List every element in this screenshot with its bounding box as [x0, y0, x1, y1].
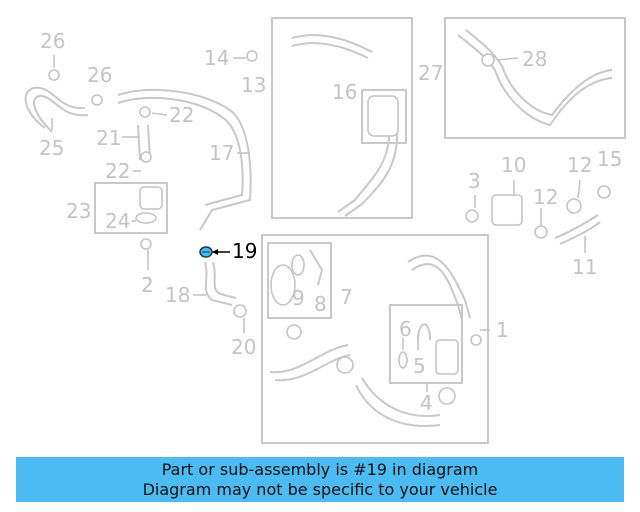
parts	[48, 50, 611, 405]
group-box-16	[361, 89, 407, 144]
group-box-1	[261, 234, 489, 444]
group-box-7	[267, 242, 332, 319]
callout-23[interactable]: 23	[66, 199, 91, 223]
callout-26[interactable]: 26	[40, 29, 65, 53]
callout-14[interactable]: 14	[204, 46, 229, 70]
callout-21[interactable]: 21	[96, 126, 121, 150]
callout-10[interactable]: 10	[501, 153, 526, 177]
group-box-23	[94, 182, 168, 234]
group-box-4	[389, 304, 463, 384]
callout-26[interactable]: 26	[87, 63, 112, 87]
callout-labels: 26 26 25 14 13 22 21 17 22 23 24 2 18 19…	[39, 29, 622, 415]
callout-18[interactable]: 18	[165, 283, 190, 307]
callout-25[interactable]: 25	[39, 136, 64, 160]
hoses	[24, 29, 613, 427]
callout-20[interactable]: 20	[231, 335, 256, 359]
callout-8[interactable]: 8	[314, 292, 327, 316]
callout-1[interactable]: 1	[496, 318, 509, 342]
diagram-notice-banner: Part or sub-assembly is #19 in diagram D…	[16, 457, 624, 502]
callout-11[interactable]: 11	[572, 255, 597, 279]
group-box-13	[271, 17, 413, 219]
callout-6[interactable]: 6	[399, 317, 412, 341]
callout-22[interactable]: 22	[105, 159, 130, 183]
callout-12[interactable]: 12	[533, 185, 558, 209]
callout-24[interactable]: 24	[105, 209, 130, 233]
callout-17[interactable]: 17	[209, 141, 234, 165]
callout-5[interactable]: 5	[413, 354, 426, 378]
callout-27[interactable]: 27	[418, 61, 443, 85]
part-19-highlighted[interactable]	[199, 246, 230, 258]
callout-28[interactable]: 28	[522, 47, 547, 71]
callout-22[interactable]: 22	[169, 103, 194, 127]
notice-line-1: Part or sub-assembly is #19 in diagram	[161, 460, 479, 479]
callout-9[interactable]: 9	[292, 286, 305, 310]
leader-lines	[51, 55, 586, 392]
callout-16[interactable]: 16	[332, 80, 357, 104]
callout-4[interactable]: 4	[420, 391, 433, 415]
callout-15[interactable]: 15	[597, 147, 622, 171]
callout-12[interactable]: 12	[567, 153, 592, 177]
callout-19[interactable]: 19	[232, 239, 257, 263]
callout-3[interactable]: 3	[468, 169, 481, 193]
callout-13[interactable]: 13	[241, 73, 266, 97]
callout-2[interactable]: 2	[141, 273, 154, 297]
callout-7[interactable]: 7	[340, 285, 353, 309]
notice-line-2: Diagram may not be specific to your vehi…	[142, 480, 498, 499]
group-box-27	[444, 17, 626, 139]
